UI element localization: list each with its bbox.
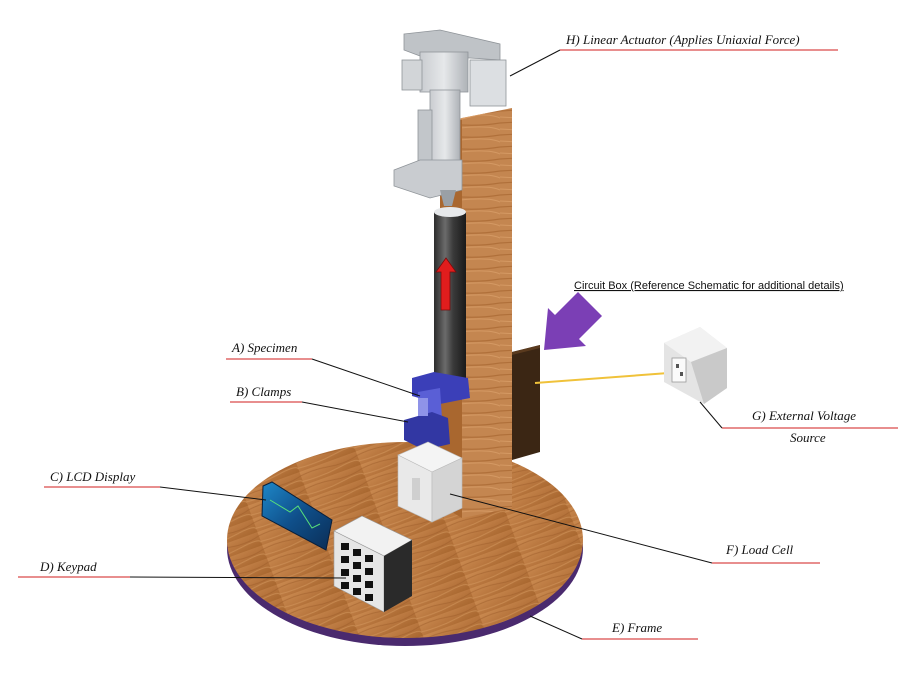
label-circuit-box-text: Circuit Box (Reference Schematic for add… bbox=[574, 280, 844, 292]
circuit-box-pointer-arrow bbox=[544, 292, 602, 350]
label-linear-actuator-text: H) Linear Actuator (Applies Uniaxial For… bbox=[565, 32, 800, 47]
label-external-voltage-text-2: Source bbox=[790, 430, 826, 445]
load-cell bbox=[397, 441, 463, 523]
external-voltage-source bbox=[664, 327, 727, 404]
label-circuit-box: Circuit Box (Reference Schematic for add… bbox=[574, 280, 844, 292]
label-linear-actuator: H) Linear Actuator (Applies Uniaxial For… bbox=[509, 32, 838, 77]
label-external-voltage: G) External Voltage Source bbox=[699, 401, 898, 445]
label-specimen: A) Specimen bbox=[226, 340, 421, 397]
force-direction-arrow bbox=[435, 257, 457, 311]
linear-actuator bbox=[393, 29, 507, 206]
power-wire bbox=[534, 371, 683, 384]
label-load-cell: F) Load Cell bbox=[449, 493, 820, 564]
label-keypad-text: D) Keypad bbox=[39, 559, 97, 574]
label-lcd-text: C) LCD Display bbox=[50, 469, 135, 484]
label-external-voltage-text-1: G) External Voltage bbox=[752, 408, 856, 423]
label-clamps: B) Clamps bbox=[230, 384, 409, 423]
label-load-cell-text: F) Load Cell bbox=[725, 542, 794, 557]
keypad bbox=[333, 515, 413, 613]
label-lcd: C) LCD Display bbox=[44, 469, 267, 501]
circuit-box bbox=[512, 345, 540, 460]
label-frame: E) Frame bbox=[529, 615, 698, 640]
clamps bbox=[404, 372, 470, 450]
lcd-display bbox=[261, 481, 333, 551]
label-keypad: D) Keypad bbox=[18, 559, 347, 579]
label-frame-text: E) Frame bbox=[611, 620, 662, 635]
label-specimen-text: A) Specimen bbox=[231, 340, 297, 355]
keypad-keys bbox=[341, 543, 373, 601]
label-clamps-text: B) Clamps bbox=[236, 384, 291, 399]
